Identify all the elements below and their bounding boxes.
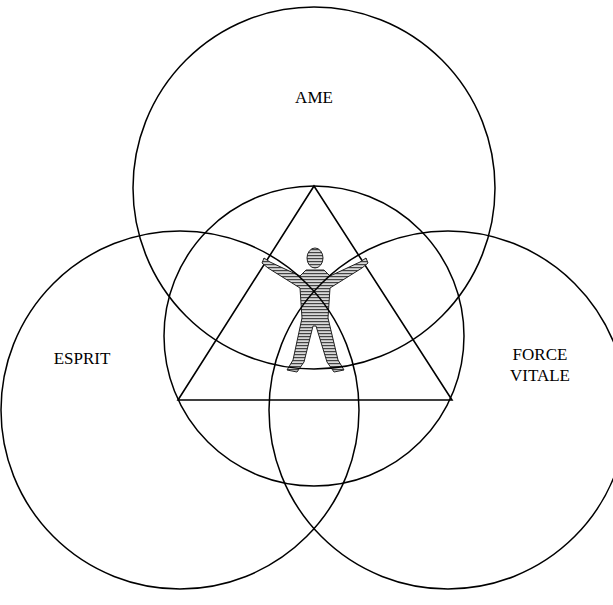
concept-circle: AME — [132, 6, 496, 370]
circle-label: FORCE VITALE — [500, 344, 580, 386]
circle-outline — [268, 230, 613, 590]
concept-circle: FORCE VITALE — [268, 230, 613, 590]
circle-outline — [132, 6, 496, 370]
circle-label: AME — [295, 87, 333, 108]
circle-outline — [0, 230, 360, 590]
circle-label: ESPRIT — [54, 348, 111, 369]
concept-circle: ESPRIT — [0, 230, 360, 590]
